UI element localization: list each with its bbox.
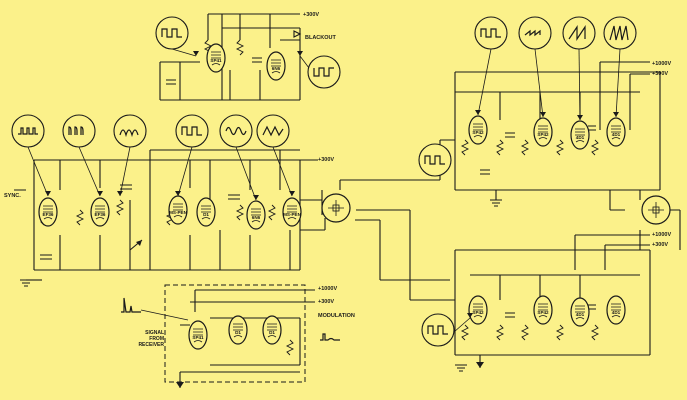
tube-label: SP41 <box>192 335 204 340</box>
tube-sync-ef36a: EF36 <box>38 197 58 227</box>
tube-label: EF36 <box>43 212 54 217</box>
tube-label: SP41 <box>210 58 222 63</box>
waveform-sync-square <box>175 114 209 197</box>
tube-mod-d1b: D1 <box>262 315 282 345</box>
lower-timebase <box>454 234 651 368</box>
waveform-sync-sine3 <box>256 114 295 197</box>
cathode-ray-tubes <box>321 193 671 225</box>
tube-label: 6N6 <box>252 215 261 220</box>
tube-sync-d1: D1 <box>196 197 216 227</box>
label-300v-upper: +300V <box>652 71 669 77</box>
modulation-unit <box>164 284 315 388</box>
label-300v-top: +300V <box>303 12 320 18</box>
tube-upper-4d1: 4D1 <box>570 120 590 150</box>
crt-left <box>321 193 351 223</box>
waveform-upper-saw2 <box>603 16 637 118</box>
waveform-sync-pulse <box>11 114 51 197</box>
waveform-lower-square <box>421 313 473 347</box>
waveform-sync-sine <box>113 114 147 197</box>
waveform-blackout-in <box>155 16 199 57</box>
label-300v-mod: +300V <box>318 299 335 305</box>
label-blackout: BLACKOUT <box>305 35 336 41</box>
tube-label: D1 <box>235 330 241 335</box>
tube-label: 4D1 <box>612 310 621 315</box>
upper-timebase <box>454 61 661 191</box>
tube-sync-ms-pen: MS-PEN <box>168 195 188 225</box>
tube-lower-sp42b: SP42 <box>533 295 553 325</box>
label-300v-lower: +300V <box>652 242 669 248</box>
waveform-upper-saw <box>562 16 596 121</box>
tube-label: 4D1 <box>576 135 585 140</box>
tube-upper-sp42b: SP42 <box>533 117 553 147</box>
tube-label: SP42 <box>537 132 549 137</box>
tube-upper-sp42a: SP42 <box>468 115 488 145</box>
blackout-unit <box>159 13 302 101</box>
tube-label: EF36 <box>95 212 106 217</box>
waveform-mod-input <box>121 297 189 321</box>
waveform-upper-saw-small <box>518 16 552 118</box>
tube-label: MS-PEN <box>169 210 188 215</box>
waveform-bubbles <box>11 16 637 347</box>
tube-sync-6n6: 6N6 <box>246 200 266 230</box>
tube-label: SP42 <box>537 310 549 315</box>
tube-label: 6N6 <box>272 66 281 71</box>
tube-label: MS-PEN <box>283 212 302 217</box>
waveform-crt-square <box>418 143 452 177</box>
ground-symbols <box>20 190 502 372</box>
waveform-upper-square <box>474 16 508 116</box>
crt-right <box>641 195 671 225</box>
label-1000v-upper: +1000V <box>652 61 672 67</box>
waveform-sync-trigger <box>62 114 103 197</box>
label-sync: SYNC. <box>4 193 21 199</box>
tube-sync-ef36b: EF36 <box>90 197 110 227</box>
tube-lower-4d1: 4D1 <box>570 297 590 327</box>
tube-label: D1 <box>203 212 209 217</box>
tube-label: 4D1 <box>612 132 621 137</box>
tube-label: SP42 <box>472 310 484 315</box>
label-1000v-lower: +1000V <box>652 232 672 238</box>
tube-upper-4d1b: 4D1 <box>606 117 626 147</box>
label-300v-mid: +300V <box>318 157 335 163</box>
tube-label: D1 <box>269 330 275 335</box>
tube-sync-ms-pen2: MS-PEN <box>282 197 302 227</box>
waveform-sync-sine2 <box>219 114 259 201</box>
tube-blackout-6n6: 6N6 <box>266 51 286 81</box>
sync-chain <box>14 149 318 281</box>
tube-label: 4D1 <box>576 312 585 317</box>
tube-label: SP42 <box>472 130 484 135</box>
label-1000v-mod: +1000V <box>318 286 338 292</box>
tube-mod-sp41: SP41 <box>188 320 208 350</box>
label-modulation: MODULATION <box>318 313 355 319</box>
tube-lower-4d1b: 4D1 <box>606 295 626 325</box>
tube-blackout-sp41: SP41 <box>206 43 226 73</box>
tube-mod-d1a: D1 <box>228 315 248 345</box>
tube-lower-sp42a: SP42 <box>468 295 488 325</box>
waveform-blackout-out <box>297 51 341 89</box>
waveform-mod-output <box>320 333 340 341</box>
